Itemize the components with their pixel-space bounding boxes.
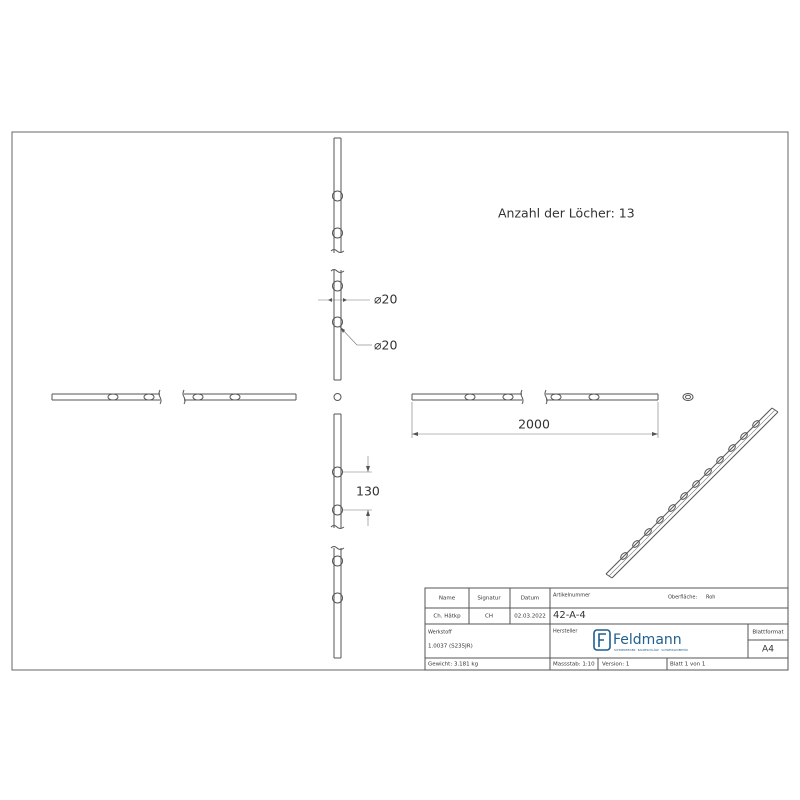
tb-material-value: 1.0037 (S235JR) [428, 644, 473, 650]
feldmann-logo-tagline: SCHMIEDEEISEN · BAUBESCHLÄGE · SCHWEISSZ… [614, 647, 688, 652]
tb-drafter-date: 02.03.2022 [514, 614, 546, 620]
tb-sheet: Blatt 1 von 1 [670, 662, 705, 668]
tb-article-number-label: Artikelnummer [553, 593, 591, 599]
dimension-diameter-b: ⌀20 [339, 326, 397, 353]
feldmann-logo: Feldmann SCHMIEDEEISEN · BAUBESCHLÄGE · … [593, 629, 688, 652]
tb-weight: Gewicht: 3.181 kg [428, 662, 478, 668]
dimension-diameter-a: ⌀20 [318, 292, 397, 307]
tb-format-value: A4 [762, 645, 774, 655]
cross-section-center [333, 393, 342, 401]
tb-header-date: Datum [521, 596, 540, 602]
dimension-hole-spacing: 130 [343, 456, 380, 526]
tb-header-name: Name [439, 596, 456, 602]
dimension-hole-spacing-label: 130 [356, 484, 380, 499]
bar-segment-lower-middle [330, 413, 345, 529]
hole-count-note: Anzahl der Löcher: 13 [498, 206, 635, 221]
bar-segment-top [330, 137, 345, 253]
tb-header-signature: Signatur [477, 596, 501, 602]
tb-version: Version: 1 [602, 662, 629, 668]
tb-article-number: 42-A-4 [553, 610, 586, 621]
title-block: Name Signatur Datum Ch. Hätkp CH 02.03.2… [424, 587, 789, 671]
tb-format-label: Blattformat [752, 630, 784, 636]
front-view-vertical-bar [330, 137, 345, 659]
tb-material-label: Werkstoff [428, 630, 452, 636]
end-section-view [682, 393, 694, 401]
tb-drafter-signature: CH [485, 614, 493, 620]
tb-drafter-name: Ch. Hätkp [433, 614, 461, 620]
dimension-diameter-b-label: ⌀20 [374, 338, 397, 353]
tb-scale: Massstab: 1:10 [553, 662, 595, 668]
feldmann-logo-icon [593, 629, 611, 651]
isometric-holes [620, 420, 760, 560]
tb-manufacturer-label: Hersteller [553, 629, 578, 635]
holes-vertical [332, 190, 343, 604]
bar-segment-bottom [330, 546, 345, 659]
feldmann-logo-text: Feldmann [613, 632, 682, 648]
drawing-frame [11, 131, 789, 671]
right-horizontal-bar [411, 389, 659, 405]
dimension-overall-length: 2000 [411, 402, 659, 438]
dimension-diameter-a-label: ⌀20 [374, 292, 397, 307]
tb-surface-label: Oberfläche: [668, 595, 697, 601]
dimension-overall-length-label: 2000 [518, 417, 550, 432]
tb-surface-value: Roh [706, 595, 715, 601]
left-horizontal-bar [51, 389, 297, 405]
isometric-view [605, 407, 779, 579]
